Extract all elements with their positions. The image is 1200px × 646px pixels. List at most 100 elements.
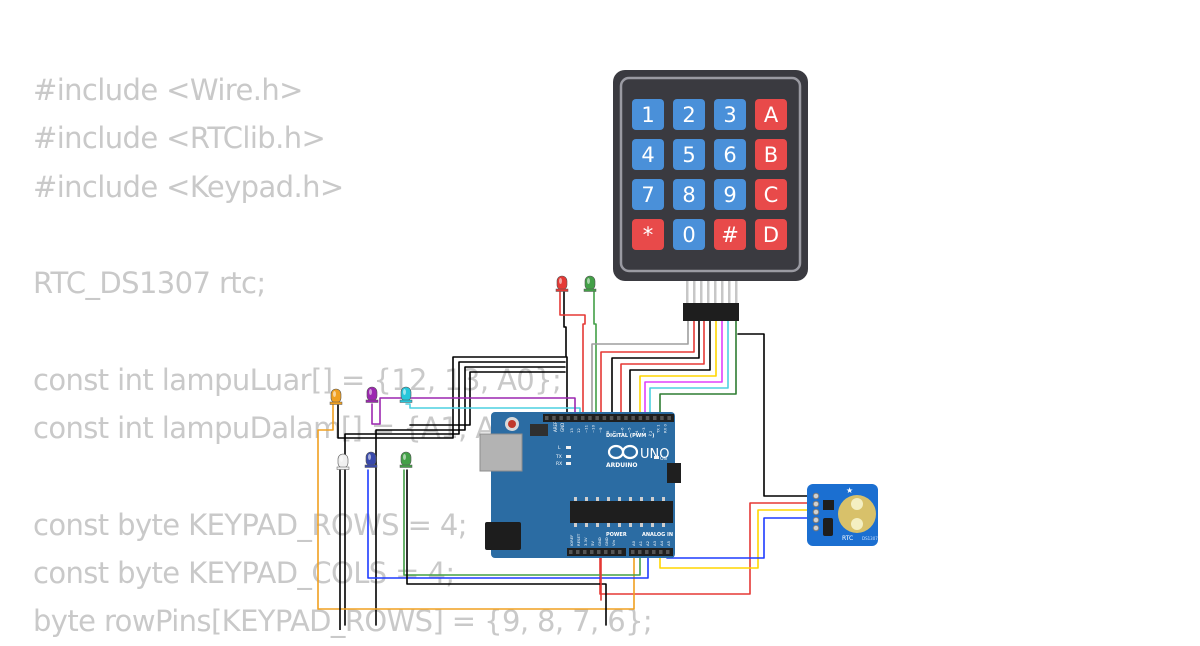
keypad-key[interactable]: D [755,219,787,250]
keypad-key[interactable]: * [632,219,664,250]
wire [375,366,566,626]
led-cyan[interactable] [399,386,413,403]
keypad-key[interactable]: 1 [632,99,664,130]
digital-label: DIGITAL (PWM ~) [606,433,654,439]
digital-pin-hole[interactable] [552,416,556,420]
rtc-pin[interactable] [812,524,820,532]
keypad-key-cap [632,139,664,170]
digital-pin-hole[interactable] [559,416,563,420]
keypad-key[interactable]: 7 [632,179,664,210]
digital-pin-hole[interactable] [645,416,650,420]
keypad-key[interactable]: 3 [714,99,746,130]
digital-pin-label: ~6 [619,427,624,433]
digital-pin-hole[interactable] [581,416,585,420]
chip-pin [651,497,654,501]
tx-led [566,455,571,458]
keypad-key[interactable]: 6 [714,139,746,170]
code-line: const byte KEYPAD_ROWS = 4; [33,507,468,542]
led-white[interactable] [336,453,350,470]
power-pin-hole[interactable] [576,550,580,554]
keypad-key-cap [632,219,664,250]
keypad-key[interactable]: 5 [673,139,705,170]
analog-pin-hole[interactable] [666,550,670,554]
digital-pin-hole[interactable] [660,416,664,420]
chip-pin [585,497,588,501]
led-green-bottom[interactable] [399,451,413,468]
digital-pin-hole[interactable] [566,416,571,420]
atmega-chip [570,501,673,523]
keypad-key[interactable]: B [755,139,787,170]
power-pin-hole[interactable] [618,550,622,554]
chip-pin [629,523,632,527]
analog-pin-label: A5 [666,540,671,546]
keypad-key-label: 2 [682,103,695,127]
digital-pin-hole[interactable] [624,416,628,420]
wire [644,320,723,417]
keypad-key[interactable]: 9 [714,179,746,210]
digital-pin-hole[interactable] [631,416,635,420]
digital-pin-label: 8 [605,430,610,433]
keypad-key[interactable]: 4 [632,139,664,170]
keypad-key[interactable]: # [714,219,746,250]
wire [629,320,711,417]
digital-pin-hole[interactable] [595,416,599,420]
chip-pin [640,523,643,527]
analog-pin-hole[interactable] [645,550,649,554]
analog-pin-hole[interactable] [659,550,663,554]
keypad-key[interactable]: 2 [673,99,705,130]
digital-pin-hole[interactable] [638,416,643,420]
digital-pin-hole[interactable] [609,416,614,420]
power-pin-hole[interactable] [597,550,601,554]
led-red[interactable] [555,275,569,292]
digital-pin-hole[interactable] [573,416,578,420]
keypad-key[interactable]: 8 [673,179,705,210]
on-led [654,456,659,459]
rtc-ds1307-module[interactable]: RTC DS1307 ★ [807,484,878,546]
power-pin-hole[interactable] [590,550,594,554]
keypad-key[interactable]: A [755,99,787,130]
led-purple[interactable] [365,386,379,403]
analog-pin-hole[interactable] [638,550,642,554]
keypad-key-cap [755,219,787,250]
digital-pin-hole[interactable] [617,416,621,420]
keypad-key-label: # [721,223,739,247]
digital-pin-hole[interactable] [667,416,671,420]
wire [405,403,581,417]
power-pin-hole[interactable] [583,550,587,554]
rtc-pin[interactable] [812,492,820,500]
digital-pin-hole[interactable] [588,416,592,420]
power-pin-hole[interactable] [611,550,615,554]
keypad-key[interactable]: C [755,179,787,210]
digital-pin-hole[interactable] [653,416,657,420]
analog-pin-hole[interactable] [652,550,656,554]
keypad-key-cap [755,99,787,130]
led-blue[interactable] [364,451,378,468]
wire [371,397,576,425]
keypad-key-label: 5 [682,143,695,167]
analog-pin-hole[interactable] [631,550,635,554]
rtc-pin[interactable] [812,516,820,524]
led-rim [555,288,569,292]
digital-pin-label: ~9 [598,427,603,433]
rtc-pin[interactable] [812,508,820,516]
led-body [400,451,412,467]
power-pin-hole[interactable] [569,550,573,554]
rtc-battery-contact [851,498,863,510]
rtc-chip [823,500,834,510]
power-pin-hole[interactable] [604,550,608,554]
led-rim [329,401,343,405]
rtc-pin[interactable] [812,500,820,508]
keypad-key-cap [632,99,664,130]
digital-pin-hole[interactable] [545,416,549,420]
analog-pin-label: A4 [659,540,664,546]
digital-pin-label: ~11 [583,424,588,433]
keypad-key[interactable]: 0 [673,219,705,250]
led-body [400,386,412,402]
keypad-key-label: 1 [641,103,654,127]
reset-button[interactable] [508,420,516,428]
digital-pin-hole[interactable] [602,416,607,420]
led-orange[interactable] [329,388,343,405]
led-green-top[interactable] [583,275,597,292]
